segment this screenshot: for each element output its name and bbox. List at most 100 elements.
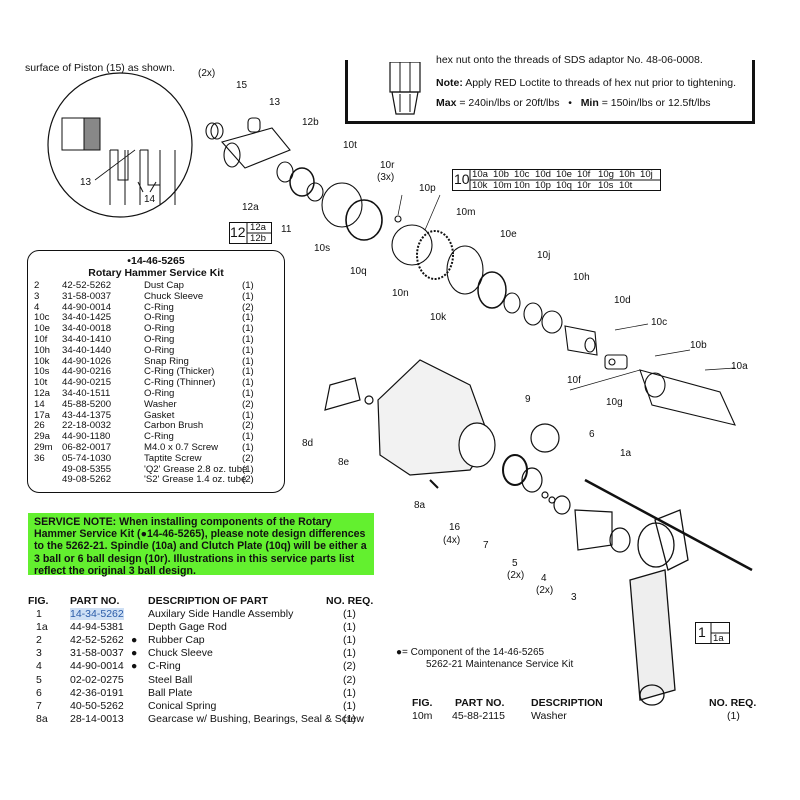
kit-cell-qty: (1)	[242, 280, 254, 291]
box10-sub-10p: 10p	[535, 180, 552, 191]
kit-cell-qty: (1)	[242, 388, 254, 399]
kit-cell-qty: (1)	[242, 377, 254, 389]
cell-part[interactable]: 28-14-0013	[70, 712, 124, 725]
col-header-part: PART NO.	[70, 595, 120, 607]
col-header-fig: FIG.	[28, 595, 49, 607]
box10-main: 10	[454, 171, 470, 187]
kit-cell-desc: O-Ring	[144, 323, 175, 335]
callout-8e: 8e	[338, 457, 350, 468]
cell-dot: ●	[131, 660, 138, 673]
cell-fig: 5	[36, 673, 42, 686]
box10-sub-10a: 10a	[472, 169, 489, 180]
callout-12a: 12a	[242, 202, 259, 213]
kit-cell-qty: (1)	[242, 442, 254, 453]
note-text: Apply RED Loctite to threads of hex nut …	[465, 77, 737, 89]
kit-cell-qty: (2)	[242, 420, 254, 432]
min-value: = 150in/lbs or 12.5ft/lbs	[601, 97, 711, 109]
callout-10d: 10d	[614, 295, 631, 306]
callout-10s: 10s	[314, 243, 331, 254]
kit-title-block: •14-46-5265 Rotary Hammer Service Kit	[28, 255, 284, 279]
col-header-req: NO. REQ.	[326, 595, 374, 607]
kit-cell-part: 44-90-0014	[62, 301, 112, 313]
kit-cell-part: 34-40-1410	[62, 334, 112, 345]
torque-note-box: hex nut onto the threads of SDS adaptor …	[345, 54, 755, 124]
callout-2x-4: (2x)	[536, 585, 554, 596]
kit-cell-fig: 4	[34, 301, 40, 313]
box10-sub-10k: 10k	[472, 180, 488, 191]
callout-2x-top: (2x)	[198, 68, 216, 79]
note-label: Note:	[436, 77, 463, 89]
kit-cell-desc: M4.0 x 0.7 Screw	[144, 442, 219, 453]
callout-10t: 10t	[343, 140, 357, 151]
cell-part[interactable]: 31-58-0037	[70, 647, 124, 660]
cell-part[interactable]: 42-36-0191	[70, 686, 124, 699]
callout-10j: 10j	[537, 250, 551, 261]
kit-cell-qty: (2)	[242, 301, 254, 313]
cell-desc: Conical Spring	[148, 699, 217, 712]
cell-fig: 2	[36, 634, 42, 647]
kit-cell-part: 05-74-1030	[62, 452, 112, 464]
kit-cell-desc: Chuck Sleeve	[144, 290, 204, 302]
cell-desc: Chuck Sleeve	[148, 647, 213, 660]
kit-subtitle: Rotary Hammer Service Kit	[88, 267, 224, 279]
cell-fig: 6	[36, 686, 42, 699]
kit-cell-desc: O-Ring	[144, 334, 175, 345]
cell-part[interactable]: 42-52-5262	[70, 634, 124, 647]
kit-cell-fig: 10c	[34, 312, 50, 324]
cell-part[interactable]: 14-34-5262	[70, 608, 124, 620]
kit-cell-desc: O-Ring	[144, 344, 175, 356]
callout-10b: 10b	[690, 340, 707, 351]
cell-part[interactable]: 02-02-0275	[70, 673, 124, 686]
kit-cell-qty: (1)	[242, 431, 254, 443]
parts-table: FIG. PART NO. DESCRIPTION OF PART NO. RE…	[0, 595, 400, 730]
kit-cell-part: 44-90-0215	[62, 377, 112, 389]
kit-cell-desc: Snap Ring	[144, 355, 189, 367]
kit-cell-part: 34-40-1425	[62, 312, 112, 324]
kit-cell-fig: 2	[34, 280, 40, 291]
box1-main: 1	[698, 624, 706, 640]
box10-sub-10m: 10m	[493, 180, 512, 191]
kit-cell-fig: 17a	[34, 409, 51, 421]
kit-cell-desc: 'Q2' Grease 2.8 oz. tube	[144, 463, 248, 475]
callout-13: 13	[269, 97, 281, 108]
kit-cell-desc: C-Ring (Thinner)	[144, 377, 216, 389]
right-parts-table: FIG. PART NO. DESCRIPTION NO. REQ. 10m 4…	[0, 697, 800, 727]
cell-req: (1)	[727, 710, 740, 722]
cell-part[interactable]: 44-90-0014	[70, 660, 124, 673]
box10-sub-10n: 10n	[514, 180, 531, 191]
box1-sub-a: 1a	[713, 633, 724, 644]
box10-sub-10j: 10j	[640, 169, 653, 180]
kit-cell-fig: 10f	[34, 334, 48, 345]
cell-desc: C-Ring	[148, 660, 181, 673]
callout-9: 9	[525, 394, 531, 405]
kit-cell-desc: O-Ring	[144, 388, 175, 399]
cell-desc: Washer	[531, 710, 567, 722]
kit-cell-part: 49-08-5262	[62, 474, 112, 486]
callout-5: 5	[512, 558, 518, 569]
box10-grid	[452, 169, 661, 191]
box12-grid	[229, 222, 272, 244]
kit-legend-line2: 5262-21 Maintenance Service Kit	[426, 659, 574, 670]
cell-part[interactable]: 40-50-5262	[70, 699, 124, 712]
callout-3: 3	[571, 592, 577, 603]
top-left-caption: surface of Piston (15) as shown.	[25, 62, 175, 74]
kit-cell-qty: (1)	[242, 463, 254, 475]
cell-part[interactable]: 44-94-5381	[70, 621, 124, 634]
box1-grid	[695, 622, 730, 644]
kit-cell-part: 44-90-1026	[62, 355, 112, 367]
kit-cell-part: 22-18-0032	[62, 420, 112, 432]
kit-cell-fig: 14	[34, 398, 45, 410]
callout-8a: 8a	[414, 500, 426, 511]
